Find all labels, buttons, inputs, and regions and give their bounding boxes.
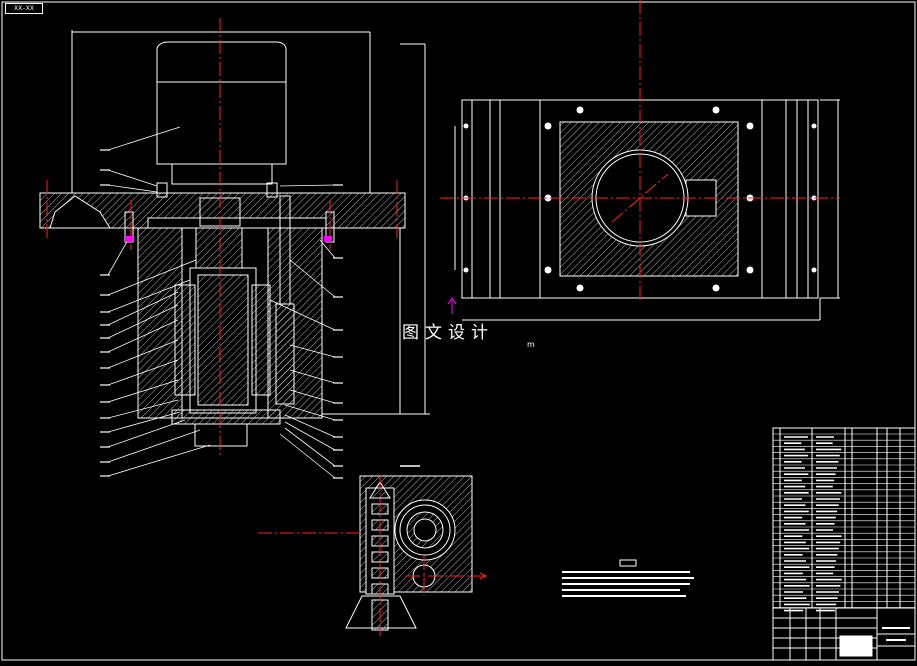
watermark-text: 图文设计 <box>402 323 494 343</box>
section-arrow-right <box>479 572 488 580</box>
main-centerlines <box>46 18 398 455</box>
top-view-centerlines <box>440 0 840 300</box>
parts-list <box>772 427 916 612</box>
section-nozzle <box>345 595 417 629</box>
motor-top <box>156 41 287 83</box>
bearing-right <box>251 284 271 396</box>
section-centerlines <box>258 476 486 636</box>
watermark-suffix: m <box>527 340 535 349</box>
bolt-right <box>266 182 278 198</box>
motor-body <box>156 81 287 165</box>
top-view <box>454 94 840 321</box>
bearing-left <box>174 284 196 396</box>
sheet-tag: ⅩⅩ-ⅩⅩ <box>5 3 43 14</box>
spindle-core <box>197 274 249 406</box>
magenta-markers <box>125 236 332 242</box>
nozzle <box>194 423 248 447</box>
bolt-left <box>156 182 168 198</box>
technical-notes <box>562 559 694 597</box>
motor-flange <box>171 163 273 185</box>
title-block <box>772 607 916 661</box>
side-cylinder <box>275 303 295 405</box>
section-bore-ring <box>399 504 451 556</box>
section-arrow <box>447 297 457 314</box>
main-section-view <box>39 30 430 479</box>
coupling-sleeve <box>195 227 243 269</box>
section-view <box>345 465 473 631</box>
bottom-cap <box>171 409 281 425</box>
